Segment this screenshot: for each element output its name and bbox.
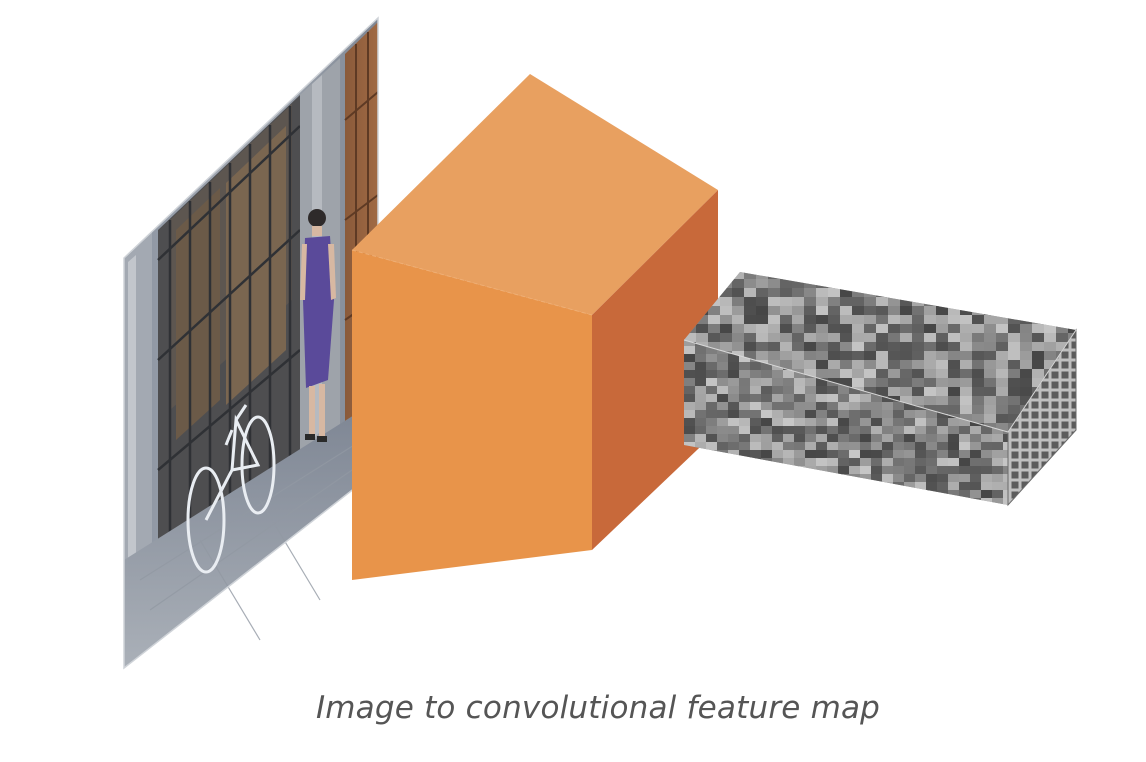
prism-front-face — [352, 250, 592, 580]
prism-side-face — [592, 190, 718, 550]
diagram-caption: Image to convolutional feature map — [315, 690, 881, 726]
feature-map-block — [683, 272, 1077, 507]
person-figure — [300, 209, 336, 442]
prism-top-face — [352, 74, 718, 315]
bicycle-figure — [186, 404, 276, 574]
convolution-prism — [351, 74, 718, 580]
input-image-plane — [123, 16, 379, 670]
